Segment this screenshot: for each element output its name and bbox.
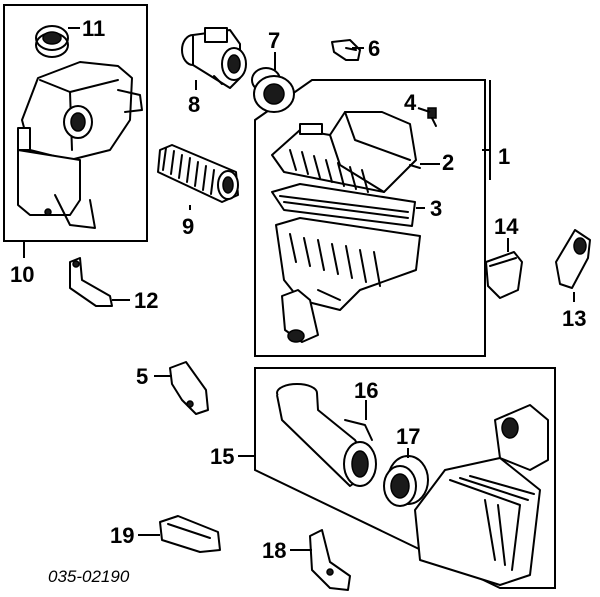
callout-6: 6 <box>368 36 380 61</box>
callout-2: 2 <box>442 150 454 175</box>
callout-14: 14 <box>494 214 519 239</box>
group-frame-1 <box>254 79 486 357</box>
callout-9: 9 <box>182 214 194 239</box>
part-10-housing <box>17 61 143 229</box>
callout-19: 19 <box>110 523 134 548</box>
part-1-air-cleaner-assembly <box>271 111 421 193</box>
part-16-intake-elbow <box>276 383 377 487</box>
callout-11: 11 <box>82 16 105 41</box>
leader-lines <box>23 27 575 551</box>
callout-8: 8 <box>188 92 200 117</box>
part-lower-case <box>275 217 421 343</box>
diagram-code: 035-02190 <box>48 567 130 586</box>
part-17-ring <box>383 455 429 507</box>
callout-17: 17 <box>396 424 420 449</box>
part-5-bracket <box>169 361 209 415</box>
callout-5: 5 <box>136 364 148 389</box>
part-19-bracket <box>159 515 221 553</box>
part-12-bracket <box>69 257 113 307</box>
group-frame-10 <box>3 4 148 242</box>
callout-13: 13 <box>562 306 586 331</box>
part-resonator-chamber <box>414 404 549 586</box>
callout-3: 3 <box>430 196 442 221</box>
callout-labels: 11 7 6 8 4 1 2 3 9 14 10 12 13 5 16 17 1… <box>10 16 586 563</box>
callout-15: 15 <box>210 444 234 469</box>
callout-16: 16 <box>354 378 378 403</box>
group-frame-15 <box>254 367 556 589</box>
part-14-cap <box>485 251 523 299</box>
callout-4: 4 <box>404 90 417 115</box>
part-18-bracket <box>309 529 351 591</box>
callout-7: 7 <box>268 28 280 53</box>
part-11-clamp <box>35 25 69 58</box>
callout-1: 1 <box>498 144 510 169</box>
part-3-filter-element <box>271 183 416 227</box>
part-7-ring <box>251 67 295 113</box>
part-4-bolt <box>427 107 437 127</box>
callout-12: 12 <box>134 288 158 313</box>
part-6-bracket <box>331 39 361 61</box>
callout-10: 10 <box>10 262 34 287</box>
callout-18: 18 <box>262 538 286 563</box>
part-8-airflow-sensor <box>181 27 247 89</box>
part-13-duct-end <box>555 229 591 289</box>
part-9-boot <box>157 144 239 203</box>
